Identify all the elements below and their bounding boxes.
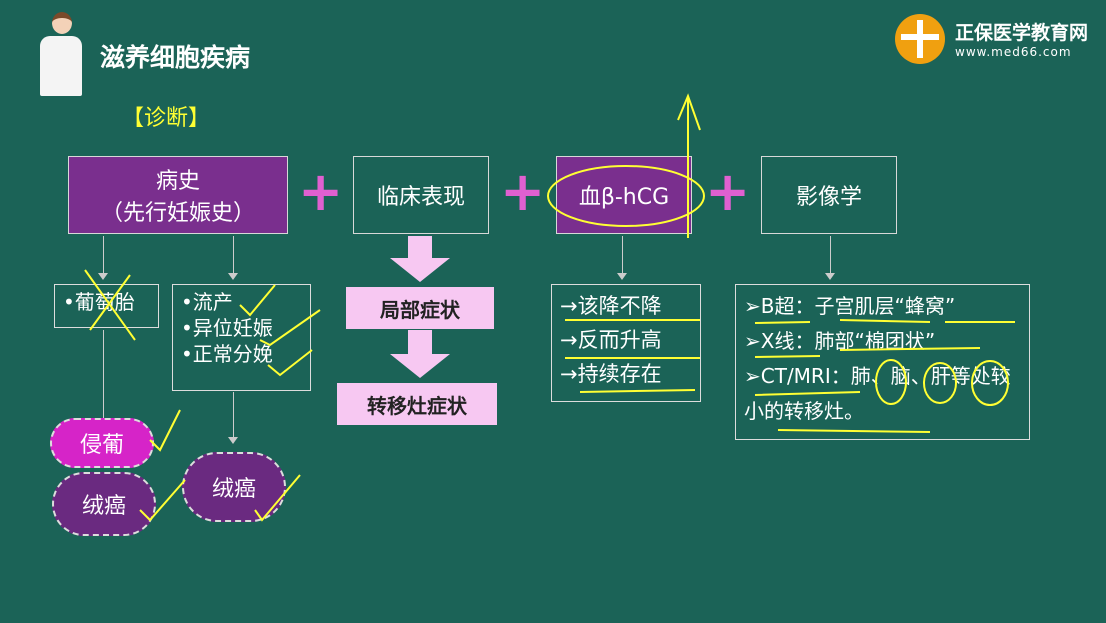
annotation-circle [923, 362, 957, 404]
clinical-box: 临床表现 [353, 156, 489, 234]
mole-item: •葡萄胎 [54, 284, 159, 328]
local-symptoms: 局部症状 [346, 287, 494, 329]
annotation-check [139, 409, 301, 522]
plus-icon: + [500, 160, 546, 223]
down-arrow-icon [390, 330, 450, 380]
plus-icon: + [298, 160, 344, 223]
metastatic-symptoms: 转移灶症状 [337, 383, 497, 425]
imaging-list: ➢B超：子宫肌层“蜂窝” ➢X线：肺部“棉团状” ➢CT/MRI：肺、脑、肝等处… [735, 284, 1030, 440]
page-title: 滋养细胞疾病 [100, 43, 251, 72]
arrow [825, 236, 835, 280]
arrow [98, 236, 108, 280]
logo-url: www.med66.com [955, 45, 1072, 59]
annotation-cross [84, 269, 136, 341]
history-label: 病史 [155, 169, 200, 194]
annotation-underline [754, 319, 1015, 433]
imaging-item: ➢B超：子宫肌层“蜂窝” [744, 294, 956, 318]
invasive-mole-cloud: 侵葡 [50, 418, 154, 468]
annotation-arrow [677, 93, 701, 238]
hcg-item: →该降不降 [560, 294, 662, 318]
hcg-list: →该降不降 →反而升高 →持续存在 [551, 284, 701, 402]
down-arrow-icon [390, 236, 450, 284]
history-sub: （先行妊娠史） [100, 201, 255, 226]
history-item: •正常分娩 [181, 342, 273, 366]
plus-icon: + [705, 160, 751, 223]
annotation-circle [971, 360, 1009, 406]
doctor-illustration [40, 12, 84, 100]
arrow [228, 236, 238, 280]
hcg-item: →反而升高 [560, 328, 662, 352]
annotation-check [267, 349, 313, 377]
hcg-box: 血β-hCG [556, 156, 692, 234]
imaging-item: ➢CT/MRI：肺、脑、肝等处较小的转移灶。 [744, 364, 1011, 423]
annotation-circle [547, 165, 705, 227]
logo-icon [895, 14, 945, 64]
arrow [228, 392, 238, 444]
history-item: •流产 [181, 290, 233, 314]
section-label: 【诊断】 [122, 106, 211, 131]
logo-name: 正保医学教育网 [955, 22, 1089, 44]
arrow [617, 236, 627, 280]
imaging-box: 影像学 [761, 156, 897, 234]
choriocarcinoma-cloud: 绒癌 [52, 472, 156, 536]
history-box: 病史 （先行妊娠史） [68, 156, 288, 234]
annotation-underline [565, 319, 700, 393]
choriocarcinoma-cloud: 绒癌 [182, 452, 286, 522]
annotation-check [259, 309, 321, 347]
history-list: •流产 •异位妊娠 •正常分娩 [172, 284, 311, 391]
annotation-check [239, 284, 276, 317]
hcg-item: →持续存在 [560, 362, 662, 386]
history-item: •异位妊娠 [181, 316, 273, 340]
annotation-circle [875, 359, 907, 405]
